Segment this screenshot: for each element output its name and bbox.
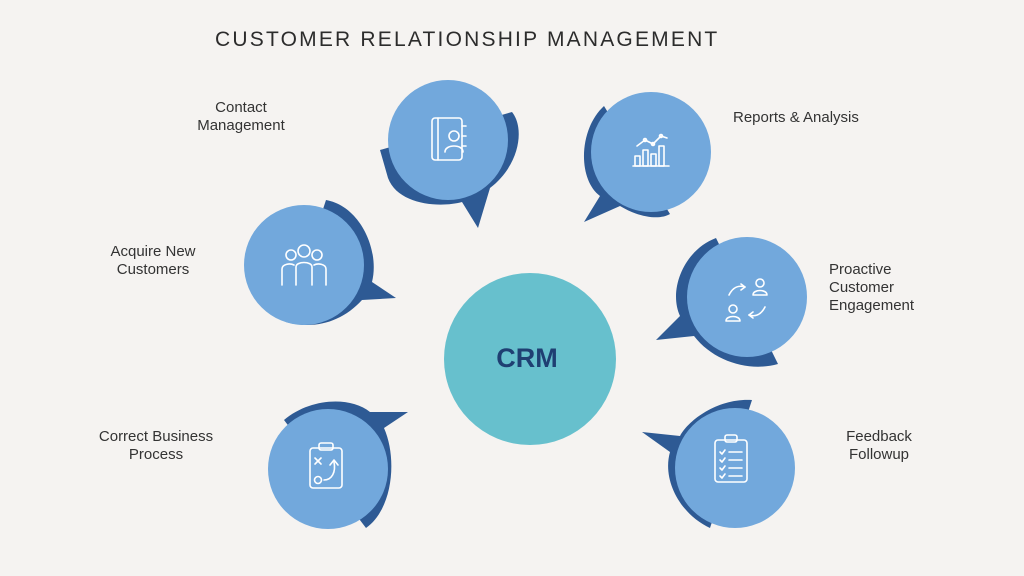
user-exchange-icon bbox=[725, 278, 768, 322]
bubble-circle bbox=[244, 205, 364, 325]
bubble-circle bbox=[268, 409, 388, 529]
bubble-circle bbox=[388, 80, 508, 200]
bubble-acquire-new-customers bbox=[244, 200, 396, 326]
bubble-circle bbox=[591, 92, 711, 212]
label-contact-management: Contact Management bbox=[197, 99, 285, 134]
bubble-circle bbox=[687, 237, 807, 357]
label-reports-analysis: Reports & Analysis bbox=[733, 109, 859, 126]
bubble-correct-business-process bbox=[268, 401, 408, 529]
label-feedback-followup: Feedback Followup bbox=[846, 428, 912, 463]
clipboard-strategy-icon bbox=[309, 442, 343, 489]
hub-label: CRM bbox=[496, 343, 558, 373]
bubble-reports-analysis bbox=[583, 92, 711, 222]
crm-hub: CRM bbox=[444, 273, 616, 445]
label-correct-business-process: Correct Business Process bbox=[98, 428, 214, 463]
label-acquire-new-customers: Acquire New Customers bbox=[110, 243, 196, 278]
bubble-contact-management bbox=[380, 80, 519, 228]
contacts-book-icon bbox=[431, 117, 467, 161]
bubble-feedback-followup bbox=[642, 399, 795, 528]
label-proactive-customer-engagement: Proactive Customer Engagement bbox=[829, 261, 915, 314]
page-title: CUSTOMER RELATIONSHIP MANAGEMENT bbox=[215, 28, 720, 51]
checklist-icon bbox=[714, 434, 748, 483]
hub-circle bbox=[444, 273, 616, 445]
people-group-icon bbox=[281, 244, 327, 286]
bubble-proactive-customer-engagement bbox=[656, 237, 807, 367]
bar-chart-trend-icon bbox=[632, 133, 670, 167]
